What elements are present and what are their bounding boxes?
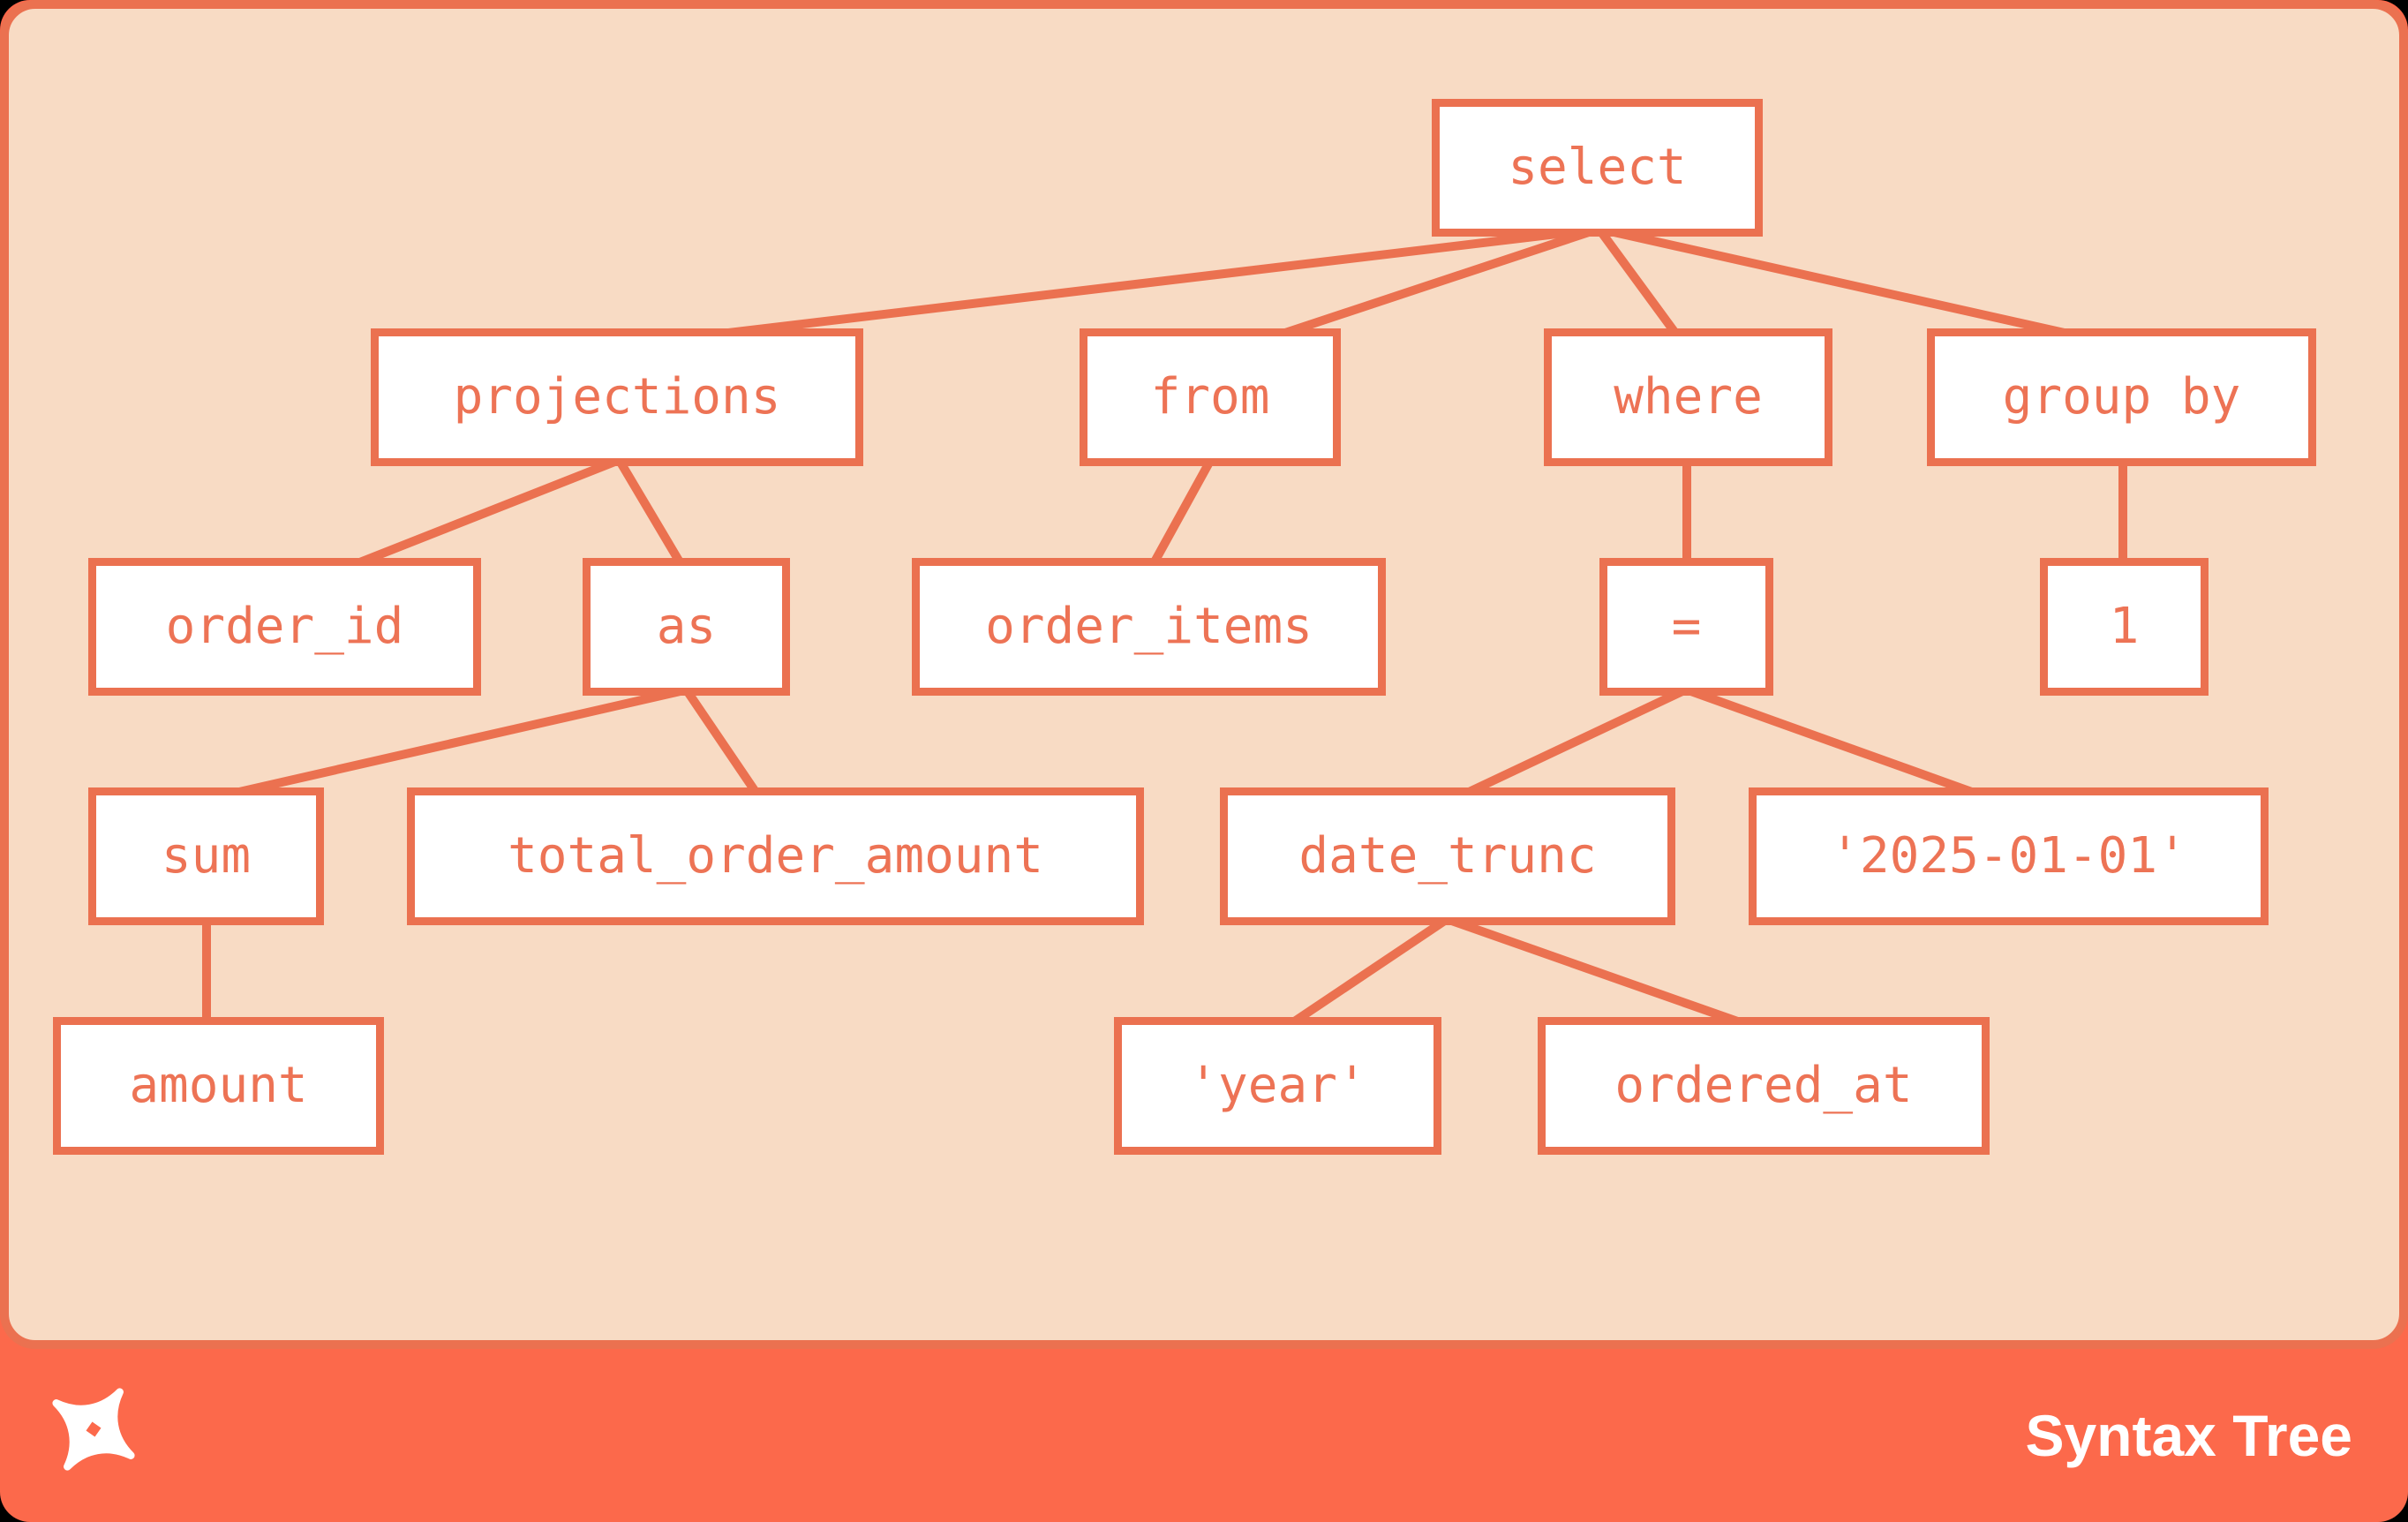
node-label: ordered_at bbox=[1614, 1057, 1913, 1114]
tree-node-one: 1 bbox=[2040, 558, 2209, 696]
node-label: date_trunc bbox=[1298, 827, 1597, 885]
tree-edge-date_trunc-year_literal bbox=[1288, 915, 1449, 1028]
node-label: = bbox=[1671, 598, 1702, 655]
tree-edge-from-order_items bbox=[1148, 458, 1215, 568]
logo-diamond-hole bbox=[86, 1421, 102, 1437]
tree-node-total_order_amount: total_order_amount bbox=[407, 787, 1144, 925]
tree-node-order_id: order_id bbox=[88, 558, 481, 696]
tree-node-group_by: group by bbox=[1927, 328, 2316, 466]
tree-edge-projections-order_id bbox=[351, 456, 619, 569]
node-label: from bbox=[1150, 368, 1270, 426]
tree-node-amount: amount bbox=[53, 1017, 384, 1155]
tree-node-select: select bbox=[1432, 99, 1763, 237]
tree-edge-projections-as bbox=[615, 458, 686, 568]
tree-edge-as-sum bbox=[226, 686, 686, 799]
tree-node-ordered_at: ordered_at bbox=[1538, 1017, 1990, 1155]
node-label: projections bbox=[453, 368, 781, 426]
node-label: amount bbox=[129, 1057, 308, 1114]
tree-edge-eq-date_trunc bbox=[1461, 686, 1687, 799]
tree-node-order_items: order_items bbox=[912, 558, 1386, 696]
node-label: select bbox=[1508, 139, 1687, 196]
node-label: order_items bbox=[985, 598, 1313, 655]
tree-edge-eq-date_literal bbox=[1687, 686, 1981, 799]
node-label: total_order_amount bbox=[508, 827, 1043, 885]
node-label: 1 bbox=[2109, 598, 2140, 655]
tree-node-year_literal: 'year' bbox=[1114, 1017, 1441, 1155]
tree-node-as: as bbox=[583, 558, 790, 696]
node-label: where bbox=[1614, 368, 1763, 426]
tree-edge-select-group_by bbox=[1600, 225, 2078, 340]
tree-edge-as-total_order_amount bbox=[682, 688, 762, 797]
tree-node-from: from bbox=[1080, 328, 1341, 466]
tree-edge-date_trunc-ordered_at bbox=[1448, 915, 1747, 1028]
tree-node-date_literal: '2025-01-01' bbox=[1749, 787, 2269, 925]
node-label: 'year' bbox=[1188, 1057, 1367, 1114]
tree-node-date_trunc: date_trunc bbox=[1220, 787, 1675, 925]
tree-edge-select-where bbox=[1595, 227, 1682, 338]
footer-title: Syntax Tree bbox=[2025, 1403, 2352, 1468]
node-label: group by bbox=[2002, 368, 2241, 426]
tree-node-projections: projections bbox=[371, 328, 863, 466]
tree-node-where: where bbox=[1544, 328, 1832, 466]
tree-edge-select-projections bbox=[705, 225, 1595, 340]
node-label: sum bbox=[161, 827, 252, 885]
tree-node-eq: = bbox=[1599, 558, 1773, 696]
node-label: as bbox=[656, 598, 717, 655]
node-label: '2025-01-01' bbox=[1830, 827, 2187, 885]
tree-edge-select-from bbox=[1275, 225, 1599, 340]
tree-node-sum: sum bbox=[88, 787, 324, 925]
dbt-logo-icon bbox=[52, 1388, 135, 1471]
node-label: order_id bbox=[165, 598, 404, 655]
